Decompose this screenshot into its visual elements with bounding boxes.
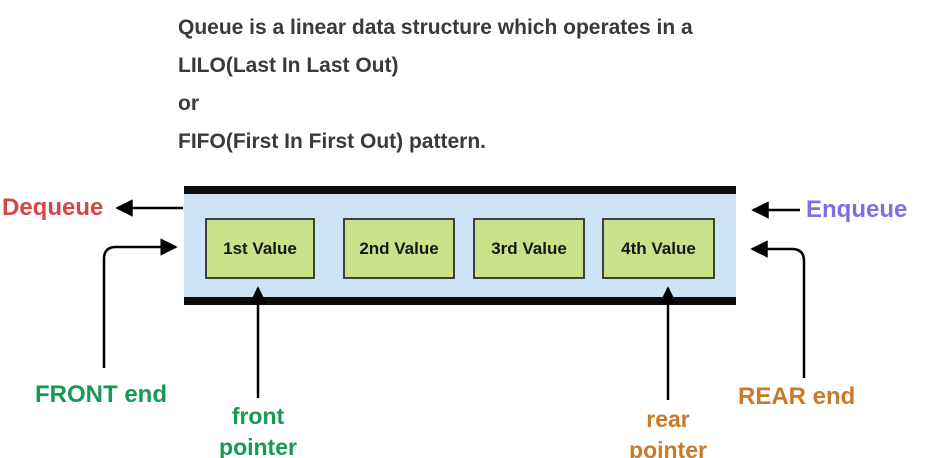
enqueue-label: Enqueue <box>806 196 908 223</box>
rear-end-arrow <box>750 240 806 378</box>
queue-cell-3: 3rd Value <box>473 218 585 279</box>
description-line-4: FIFO(First In First Out) pattern. <box>178 130 486 153</box>
queue-cell-1-label: 1st Value <box>223 238 297 258</box>
queue-cell-1: 1st Value <box>205 218 315 279</box>
rear-pointer-label: rear pointer <box>610 404 726 458</box>
front-pointer-label: front pointer <box>200 401 316 458</box>
queue-cell-4-label: 4th Value <box>621 238 696 258</box>
description-line-1: Queue is a linear data structure which o… <box>178 16 693 39</box>
queue-cell-4: 4th Value <box>602 218 715 279</box>
rear-end-label: REAR end <box>738 383 856 410</box>
description-line-2: LILO(Last In Last Out) <box>178 54 399 77</box>
front-pointer-label-line2: pointer <box>219 434 297 458</box>
front-end-label: FRONT end <box>35 381 167 408</box>
queue-cell-3-label: 3rd Value <box>491 238 567 258</box>
queue-cell-2-label: 2nd Value <box>359 238 439 258</box>
dequeue-label: Dequeue <box>2 194 104 221</box>
description-text: Queue is a linear data structure which o… <box>178 9 693 161</box>
queue-cell-2: 2nd Value <box>343 218 455 279</box>
front-pointer-label-line1: front <box>231 403 285 429</box>
rear-pointer-label-line2: pointer <box>629 437 707 458</box>
front-end-arrow <box>102 238 178 368</box>
rear-pointer-label-line1: rear <box>646 406 690 432</box>
description-line-3: or <box>178 92 199 115</box>
